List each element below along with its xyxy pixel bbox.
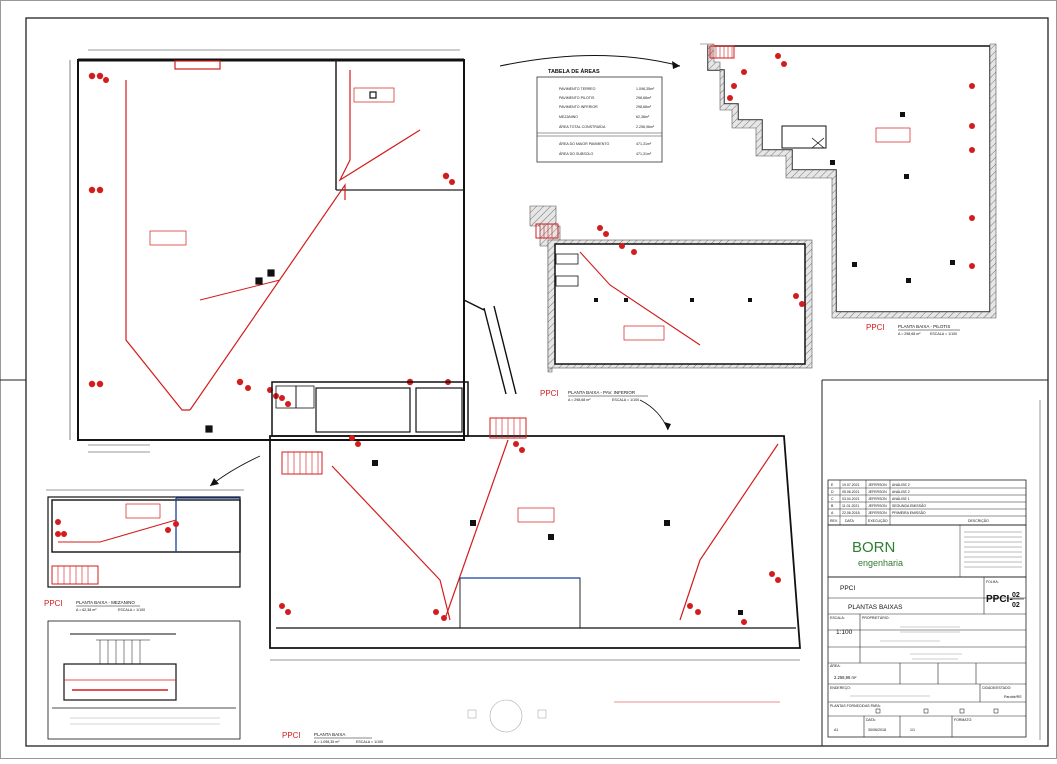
areas-table-title: TABELA DE ÁREAS: [548, 68, 600, 75]
plan-mezanino: PPCI PLANTA BAIXA - MEZANINO A = 62,38 m…: [44, 455, 261, 612]
revision-rev: B: [831, 504, 834, 508]
date-value: 30/06/2018: [868, 728, 886, 732]
revision-date: 05.06.2021: [842, 490, 860, 494]
inferior-scale: ESCALA = 1/100: [612, 398, 639, 402]
revision-header-desc: DESCRIÇÃO: [968, 518, 989, 523]
format-value: A1: [834, 728, 838, 732]
pilotis-title: PLANTA BAIXA - PILOTIS: [898, 324, 950, 329]
format-label: FORMATO:: [954, 718, 972, 722]
plan-baixa: PPCI PLANTA BAIXA A = 1.098,35 m² ESCALA…: [269, 381, 801, 744]
mezanino-scale: ESCALA = 1/100: [118, 608, 145, 612]
plan-pilotis: PPCI PLANTA BAIXA - PILOTIS A = 298,68 m…: [700, 43, 997, 336]
area-row-label: PAVIMENTO PILOTIS: [559, 96, 595, 100]
company-name: BORN: [852, 539, 895, 556]
baixa-area: A = 1.098,35 m²: [314, 740, 340, 744]
inferior-title: PLANTA BAIXA - PAV. INFERIOR: [568, 390, 636, 395]
revision-by: JEFERSON: [868, 483, 887, 487]
revision-by: JEFERSON: [868, 504, 887, 508]
revision-desc: PRIMEIRA EMISSÃO: [892, 510, 926, 515]
project-type: PPCI: [840, 585, 855, 592]
revision-desc: ANÁLISE 2: [892, 483, 910, 487]
scale-value: 1:100: [836, 629, 853, 636]
area-row-value: 62,38m²: [636, 115, 650, 119]
pilotis-scale: ESCALA = 1/100: [930, 332, 957, 336]
phase-label: PLANTAS FORNECIDAS PARA:: [830, 704, 881, 708]
sheet-prefix: PPCI-: [986, 594, 1013, 605]
format-ratio: 1/1: [910, 728, 915, 732]
revision-by: JEFERSON: [868, 490, 887, 494]
revision-rev: C: [831, 497, 834, 501]
revision-header-rev: REV.: [830, 519, 838, 523]
area-row-label: ÁREA TOTAL CONSTRUÍDA: [559, 125, 606, 129]
areas-table: TABELA DE ÁREAS PAVIMENTO TERREO 1.098,3…: [536, 68, 663, 163]
area-row-label: MEZANINO: [559, 115, 578, 119]
section-detail: [47, 620, 241, 740]
area-row-label: ÁREA DO SUBSOLO: [559, 152, 594, 156]
revision-header-by: EXECUÇÃO: [868, 518, 888, 523]
sheet-total: 02: [1012, 602, 1020, 609]
revision-header-date: DATA: [845, 519, 854, 523]
area-row-label: PAVIMENTO TERREO: [559, 87, 596, 91]
revision-desc: SEGUNDA EMISSÃO: [892, 503, 926, 508]
owner-label: PROPRIETÁRIO:: [862, 616, 889, 620]
area-row-label: PAVIMENTO INFERIOR: [559, 105, 598, 109]
baixa-title: PLANTA BAIXA: [314, 732, 345, 737]
revision-date: 22.06.2018: [842, 511, 860, 515]
pilotis-area: A = 298,68 m²: [898, 332, 921, 336]
mezanino-title: PLANTA BAIXA - MEZANINO: [76, 600, 135, 605]
mezanino-ppci-label: PPCI: [44, 599, 63, 608]
plan-pav-inferior: PPCI PLANTA BAIXA - PAV. INFERIOR A = 29…: [529, 205, 813, 431]
revision-date: 03.04.2021: [842, 497, 860, 501]
baixa-ppci-label: PPCI: [282, 731, 301, 740]
inferior-area: A = 298,68 m²: [568, 398, 591, 402]
revision-date: 19.07.2021: [842, 483, 860, 487]
area-row-value: 298,68m²: [636, 105, 652, 109]
city-value: Parobé/RS: [1004, 695, 1022, 699]
revision-desc: ANÁLISE 1: [892, 497, 910, 501]
date-label: DATA:: [866, 718, 876, 722]
area-row-value: 1.098,35m²: [636, 87, 655, 91]
area-row-value: 471,31m²: [636, 152, 652, 156]
pilotis-ppci-label: PPCI: [866, 323, 885, 332]
scale-label: ESCALA:: [830, 616, 845, 620]
area-row-value: 2.256,96m²: [636, 125, 655, 129]
revision-rev: A: [831, 511, 834, 515]
revision-by: JEFERSON: [868, 497, 887, 501]
sheet-number: 02: [1012, 592, 1020, 599]
revision-rev: D: [831, 490, 834, 494]
area-row-label: ÁREA DO MAIOR PAVIMENTO: [559, 142, 610, 146]
baixa-scale: ESCALA = 1/100: [356, 740, 383, 744]
plan-terreo-upper-left: [69, 49, 485, 453]
revision-date: 11.01.2021: [842, 504, 859, 508]
sheet-label: FOLHA:: [986, 580, 999, 584]
area-row-value: 298,68m²: [636, 96, 652, 100]
mezanino-area: A = 62,38 m²: [76, 608, 97, 612]
area-row-value: 471,31m²: [636, 142, 652, 146]
area-value: 2.256,96 m²: [834, 675, 857, 680]
drawing-title: PLANTAS BAIXAS: [848, 604, 903, 611]
reference-arrow: [499, 55, 681, 67]
inferior-ppci-label: PPCI: [540, 389, 559, 398]
company-subtitle: engenharia: [858, 558, 903, 568]
title-block: E 19.07.2021 JEFERSON ANÁLISE 2 D 05.06.…: [827, 479, 1027, 738]
revision-desc: ANÁLISE 2: [892, 490, 910, 494]
area-label: ÁREA:: [830, 664, 841, 668]
revision-rev: E: [831, 483, 834, 487]
city-label: CIDADE/ESTADO:: [982, 686, 1011, 690]
address-label: ENDEREÇO:: [830, 686, 851, 690]
revision-by: JEFERSON: [868, 511, 887, 515]
